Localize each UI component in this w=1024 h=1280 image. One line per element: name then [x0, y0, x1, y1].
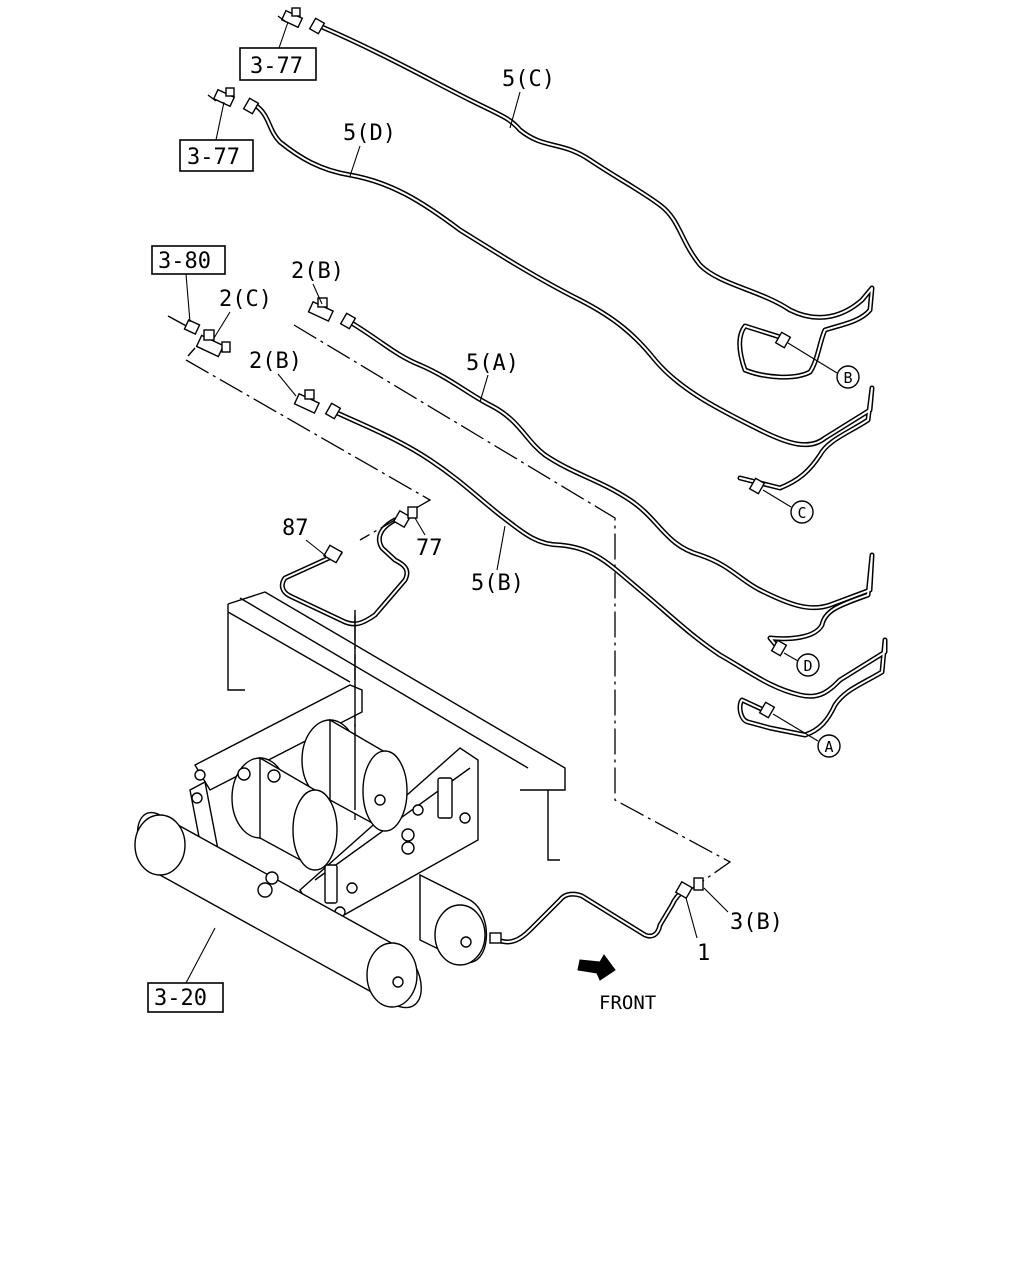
nut-b [774, 331, 792, 349]
fittings [167, 7, 792, 944]
label-87: 87 [282, 516, 309, 541]
circle-d-text: D [803, 657, 812, 675]
leader-3-20 [185, 927, 216, 984]
leader-3b [703, 887, 729, 913]
nut-3b [693, 877, 704, 891]
ref-3-77-top-text: 3-77 [250, 54, 303, 79]
bracket-assembly [189, 610, 479, 921]
connector-2b-upper [307, 297, 357, 330]
fitting-1 [674, 880, 694, 900]
leader-5a [479, 374, 489, 403]
frame-rail [227, 591, 566, 861]
pipe-5d [252, 102, 875, 491]
label-5d: 5(D) [343, 121, 396, 146]
connector-2b-lower [293, 389, 342, 420]
air-tanks [134, 812, 488, 1009]
label-5a: 5(A) [466, 351, 519, 376]
leader-3-77-top [278, 21, 289, 49]
label-3b: 3(B) [730, 910, 783, 935]
pipe-5b [332, 409, 888, 738]
ref-box-3-80[interactable]: 3-80 [151, 245, 226, 275]
ref-box-3-20[interactable]: 3-20 [147, 982, 224, 1013]
label-2b-lower: 2(B) [249, 349, 302, 374]
leader-2b-upper [312, 283, 323, 305]
circle-a-text: A [824, 738, 833, 756]
label-2b-upper: 2(B) [291, 259, 344, 284]
fitting-77-a [392, 509, 412, 529]
connector-3-80 [167, 315, 201, 335]
connector-3-77-top [277, 7, 326, 35]
leader-2b-lower [277, 373, 297, 397]
pipe-1 [495, 887, 688, 945]
fitting-87 [322, 544, 344, 564]
circle-c-text: C [797, 504, 806, 522]
label-2c: 2(C) [219, 287, 272, 312]
circle-a-marker: A [772, 713, 841, 758]
label-5c: 5(C) [502, 67, 555, 92]
leader-1 [685, 897, 698, 939]
leader-2c [213, 311, 231, 339]
label-5b: 5(B) [471, 571, 524, 596]
label-77: 77 [416, 536, 443, 561]
nut-c [748, 477, 766, 495]
ref-3-20-text: 3-20 [154, 986, 207, 1011]
pipe-87 [279, 517, 410, 627]
front-label: FRONT [599, 992, 656, 1014]
leader-87 [305, 539, 327, 557]
ref-box-3-77-top[interactable]: 3-77 [239, 47, 317, 81]
leader-5b [496, 525, 506, 571]
fitting-tank [489, 932, 502, 944]
nut-d [770, 639, 788, 657]
leader-5c [509, 91, 521, 129]
ref-3-77-second-text: 3-77 [187, 145, 240, 170]
nut-77 [407, 506, 418, 519]
pipe-5c [319, 24, 875, 380]
leader-3-80 [185, 273, 191, 323]
circle-b-marker: B [787, 342, 860, 389]
leader-5d [349, 145, 361, 177]
pipe-5a [347, 319, 875, 653]
ref-3-80-text: 3-80 [158, 249, 211, 274]
front-arrow-icon [577, 954, 616, 981]
connector-2c [187, 329, 231, 358]
circle-c-marker: C [762, 489, 814, 524]
circle-d-marker: D [783, 652, 820, 677]
circle-b-text: B [843, 369, 852, 387]
ref-box-3-77-second[interactable]: 3-77 [179, 139, 254, 172]
leader-3-77-second [215, 101, 225, 141]
label-1: 1 [697, 941, 710, 966]
leader-77 [414, 517, 426, 536]
nut-a [758, 701, 776, 719]
connector-3-77-second [207, 87, 260, 115]
